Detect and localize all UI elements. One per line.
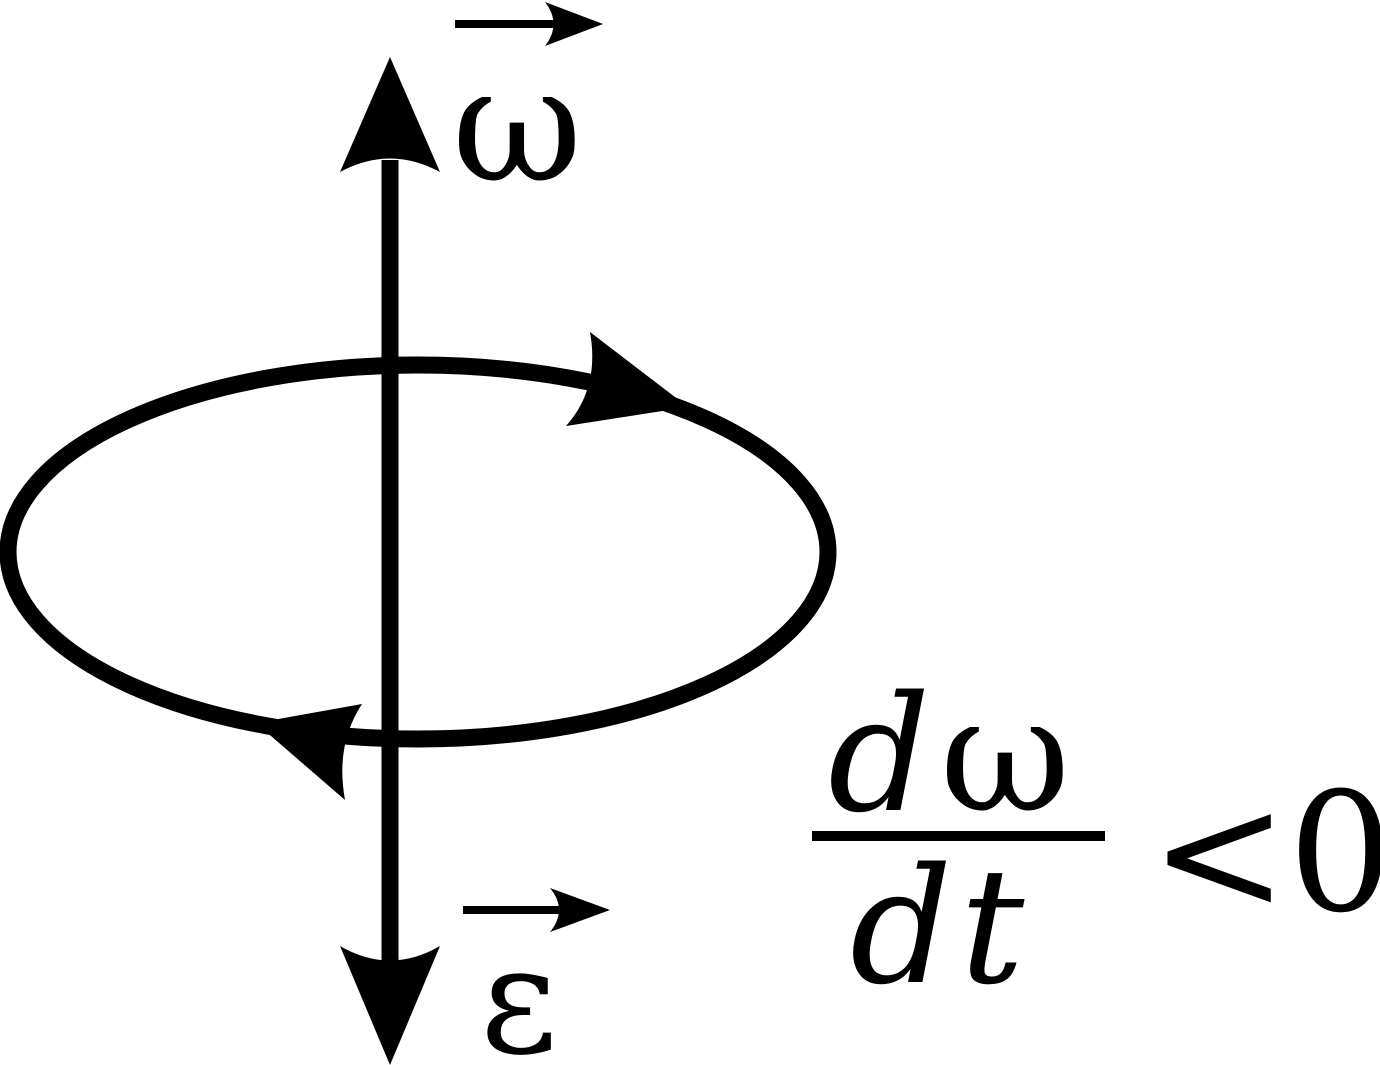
rotation-arrowhead-top	[566, 332, 688, 426]
epsilon-symbol: ε	[480, 914, 558, 1065]
angular-deceleration-condition: d ω d t <0	[812, 661, 1380, 1020]
omega-vector-label: ω	[452, 2, 603, 218]
less-than-zero: <0	[1150, 757, 1380, 949]
epsilon-vector-label: ε	[463, 888, 610, 1065]
axis-arrowhead-down	[340, 946, 440, 1065]
denominator-t: t	[960, 833, 1025, 1020]
axis-arrowhead-up	[340, 57, 440, 172]
numerator-d: d	[828, 661, 930, 848]
rotation-loop	[0, 356, 837, 748]
epsilon-vector-arrow-head	[550, 888, 610, 932]
omega-vector-arrow-head	[545, 2, 603, 46]
denominator-d: d	[850, 833, 952, 1020]
rotation-arrowhead-bottom	[256, 704, 362, 800]
numerator-omega: ω	[940, 661, 1070, 848]
omega-symbol: ω	[452, 31, 582, 218]
